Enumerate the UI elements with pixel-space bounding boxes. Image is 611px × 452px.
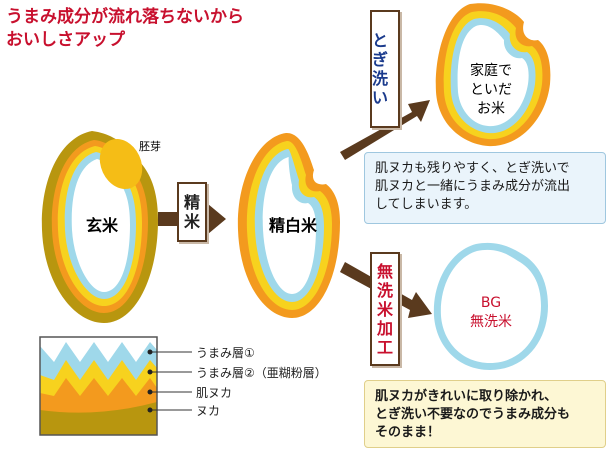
polish-step-box: 精 米 <box>177 182 207 242</box>
bg-note-line-3: そのまま！ <box>375 424 595 442</box>
home-washed-label: 家庭で といだ お米 <box>458 62 524 119</box>
germ-label: 胚芽 <box>132 138 168 154</box>
home-washed-line-1: 家庭で <box>458 62 524 81</box>
bg-step-box: 無 洗 米 加 工 <box>370 252 400 366</box>
bg-step-line-2: 洗 <box>377 281 393 300</box>
brown-rice-label: 玄米 <box>72 212 132 236</box>
bg-step-line-1: 無 <box>377 262 393 281</box>
bg-note-line-2: とぎ洗い不要なのでうまみ成分も <box>375 406 595 424</box>
legend-label-skin-bran: 肌ヌカ <box>196 384 232 401</box>
polish-step-line-1: 精 <box>184 193 200 212</box>
wash-note: 肌ヌカも残りやすく、とぎ洗いで 肌ヌカと一緒にうまみ成分が流出 してしまいます。 <box>364 152 606 224</box>
wash-step-line-2: 洗い <box>372 69 398 107</box>
wash-note-line-3: してしまいます。 <box>375 196 595 214</box>
home-washed-line-2: といだ <box>458 81 524 100</box>
legend-label-umami-2: うまみ層②（亜糊粉層） <box>196 364 327 381</box>
bg-rice-line-1: BG <box>451 294 531 313</box>
polish-step-line-2: 米 <box>184 212 200 231</box>
bg-rice-line-2: 無洗米 <box>451 313 531 332</box>
bg-rice-label: BG 無洗米 <box>451 294 531 332</box>
legend-label-bran: ヌカ <box>196 402 220 419</box>
layer-legend <box>40 337 192 435</box>
bg-step-line-3: 米 <box>377 300 393 319</box>
bg-step-line-5: 工 <box>377 338 393 357</box>
bg-note: 肌ヌカがきれいに取り除かれ、 とぎ洗い不要なのでうまみ成分も そのまま！ <box>364 380 606 448</box>
legend-label-umami-1: うまみ層① <box>196 344 255 361</box>
wash-step-box: とぎ 洗い <box>370 10 400 128</box>
wash-step-line-1: とぎ <box>372 31 398 69</box>
bg-note-line-1: 肌ヌカがきれいに取り除かれ、 <box>375 388 595 406</box>
white-rice-label: 精白米 <box>258 212 328 236</box>
home-washed-line-3: お米 <box>458 100 524 119</box>
wash-note-line-2: 肌ヌカと一緒にうまみ成分が流出 <box>375 178 595 196</box>
bg-step-line-4: 加 <box>377 319 393 338</box>
wash-note-line-1: 肌ヌカも残りやすく、とぎ洗いで <box>375 160 595 178</box>
